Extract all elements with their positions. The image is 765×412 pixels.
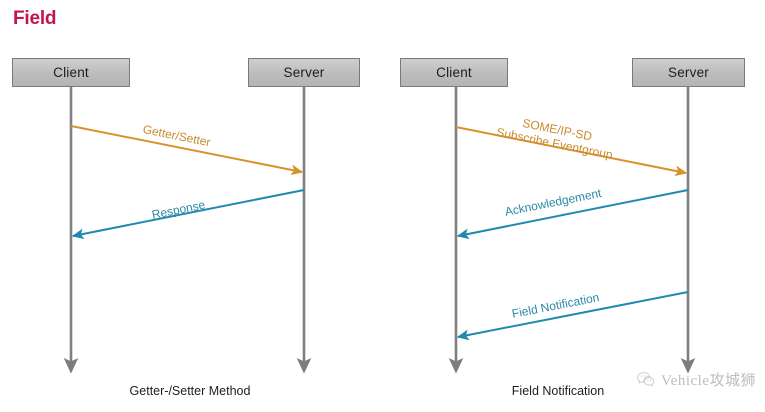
- message-label-subscribe-eventgroup: SOME/IP-SD Subscribe Eventgroup: [495, 111, 616, 162]
- diagram-caption-getter-setter-method: Getter-/Setter Method: [129, 384, 251, 398]
- watermark-text: Vehicle攻城狮: [661, 373, 756, 389]
- participant-box-server: Server: [248, 58, 360, 87]
- diagram-field-notification: Client Server SOME/IP-SD Subscribe Event…: [388, 0, 765, 412]
- page-title: Field: [13, 8, 57, 29]
- diagram-caption-field-notification: Field Notification: [511, 384, 605, 398]
- participant-box-server: Server: [632, 58, 745, 87]
- participant-box-client: Client: [12, 58, 130, 87]
- wechat-icon: [636, 370, 655, 389]
- arrow-response: [71, 189, 305, 240]
- arrow-subscribe-eventgroup: [455, 126, 688, 177]
- message-label-response: Response: [150, 197, 207, 222]
- diagram-getter-setter-method: Client Server Getter/Setter Response Get…: [12, 58, 360, 398]
- message-label-acknowledgement: Acknowledgement: [503, 185, 603, 219]
- participant-label-server: Server: [283, 65, 325, 80]
- message-label-getter-setter: Getter/Setter: [141, 122, 212, 150]
- participant-label-server: Server: [668, 65, 709, 80]
- watermark: Vehicle攻城狮: [636, 369, 756, 390]
- message-label-field-notification: Field Notification: [510, 290, 601, 321]
- participant-label-client: Client: [436, 65, 472, 80]
- arrow-getter-setter: [70, 125, 304, 176]
- participant-label-client: Client: [53, 65, 89, 80]
- arrow-field-notification: [456, 291, 689, 341]
- arrow-acknowledgement: [456, 189, 689, 240]
- participant-box-client: Client: [400, 58, 508, 87]
